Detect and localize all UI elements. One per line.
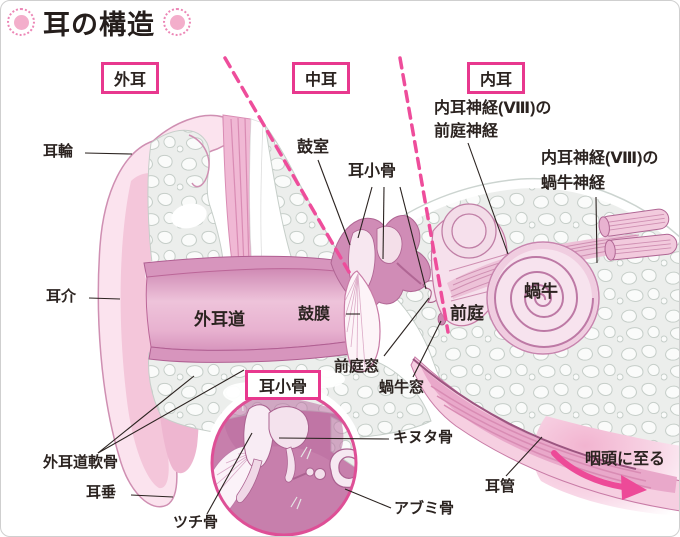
to-pharynx-arrow [551, 450, 647, 500]
label-vestibular-nerve-line2: 前庭神経 [434, 123, 499, 140]
leader-helix [84, 152, 133, 155]
label-eardrum: 鼓膜 [298, 306, 331, 323]
leader-round-window [412, 320, 442, 378]
label-cochlea: 蝸牛 [524, 282, 558, 301]
leader-tympanic-cavity [317, 159, 351, 246]
incus-shape [376, 225, 403, 264]
cochlea-spiral [493, 256, 594, 348]
label-round-window: 蝸牛窓 [379, 379, 425, 396]
title-bar: 耳の構造 [7, 5, 191, 40]
divider-outer-middle [223, 56, 351, 274]
leader-vestibular-nerve [467, 142, 509, 255]
section-box-outer-ear: 外耳 [101, 62, 159, 94]
semicircular-canal [442, 204, 496, 258]
inner-ear-group [430, 203, 678, 355]
label-vestibular-nerve-line1: 内耳神経(Ⅷ)の [434, 100, 552, 117]
section-box-middle-ear: 中耳 [292, 62, 350, 94]
leader-ossicles-2 [382, 186, 385, 260]
eardrum-shape [343, 270, 381, 373]
label-incus: キヌタ骨 [393, 429, 454, 446]
leader-lines [84, 142, 598, 515]
leader-canal-cartilage-2 [97, 369, 245, 454]
label-to-pharynx: 咽頭に至る [585, 451, 666, 468]
leader-canal-cartilage-1 [97, 375, 195, 454]
leader-incus [278, 437, 390, 440]
leader-ossicles-1 [357, 186, 373, 239]
pinna-inner-shade [120, 173, 169, 489]
label-cochlear-nerve-line1: 内耳神経(Ⅷ)の [541, 150, 659, 167]
muscle-band [222, 114, 264, 270]
label-malleus: ツチ骨 [173, 514, 219, 531]
label-tympanic-cavity: 鼓室 [297, 139, 330, 156]
eardrum-striations [344, 273, 366, 368]
label-oval-window: 前庭窓 [334, 358, 380, 375]
cochlea-disc [486, 241, 600, 355]
label-vestibule: 前庭 [450, 304, 484, 323]
divider-middle-inner [398, 56, 450, 334]
label-eustachian-tube: 耳管 [485, 478, 516, 495]
leader-malleus [206, 432, 253, 515]
label-earlobe: 耳垂 [86, 484, 117, 501]
label-auricle: 耳介 [46, 288, 77, 305]
inset-malleus [243, 404, 274, 469]
nerve-cylinders [598, 208, 678, 261]
label-cochlear-nerve-line2: 蝸牛神経 [541, 175, 606, 192]
eustachian-band-inner [421, 367, 677, 493]
helix-fold-line [188, 134, 210, 188]
leader-ossicles-3 [399, 186, 427, 290]
label-helix: 耳輪 [43, 143, 74, 160]
leader-earlobe [130, 494, 174, 498]
label-canal-cartilage: 外耳道軟骨 [43, 454, 119, 471]
label-stapes: アブミ骨 [394, 500, 455, 517]
inset-incus [268, 406, 309, 450]
page-title: 耳の構造 [43, 9, 155, 40]
inset-title-box: 耳小骨 [245, 370, 321, 400]
dotted-circle-ornament-right [163, 8, 191, 36]
leader-eustachian [505, 436, 543, 477]
middle-ear-group [330, 215, 447, 373]
leader-cochlear-nerve [595, 196, 598, 264]
eustachian-region [410, 356, 679, 516]
section-box-inner-ear: 内耳 [467, 62, 525, 94]
label-ear-canal: 外耳道 [194, 310, 245, 329]
inset-stapes [329, 448, 356, 488]
leader-stapes [344, 488, 392, 509]
label-ossicles: 耳小骨 [348, 163, 397, 180]
dotted-circle-ornament-left [7, 8, 35, 36]
eustachian-top-line [412, 358, 637, 470]
leader-auricle [88, 297, 121, 300]
leader-oval-window [383, 297, 430, 357]
